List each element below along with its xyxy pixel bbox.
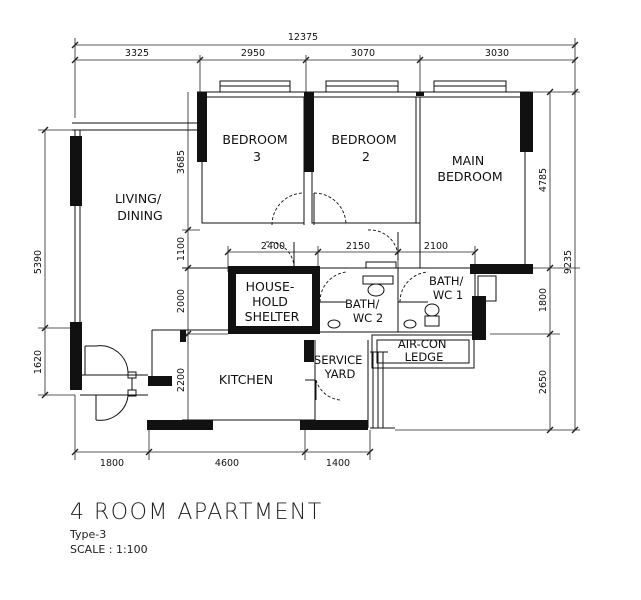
inner-left-dim-4: 2200 bbox=[176, 368, 187, 392]
windows bbox=[219, 80, 507, 93]
bath-wc-2-label: BATH/ WC 2 bbox=[345, 297, 383, 325]
dimension-labels: 12375 3325 2950 3070 3030 1800 4600 1400… bbox=[33, 32, 574, 469]
bottom-dim-1: 1800 bbox=[100, 458, 124, 469]
inner-left-dim-1: 3685 bbox=[176, 150, 187, 174]
aircon-ledge-label: AIR-CON LEDGE bbox=[398, 337, 450, 364]
door-swings bbox=[265, 192, 429, 401]
bedroom-3-label: BEDROOM 3 bbox=[222, 132, 291, 164]
bottom-dim-3: 1400 bbox=[326, 458, 350, 469]
left-dim-2: 1620 bbox=[33, 350, 44, 374]
inner-top-dim-3: 2100 bbox=[424, 241, 448, 252]
plan-title: 4 ROOM APARTMENT bbox=[70, 500, 323, 525]
inner-left-dim-3: 2000 bbox=[176, 289, 187, 313]
main-bedroom-label: MAIN BEDROOM bbox=[437, 153, 502, 184]
bottom-dim-2: 4600 bbox=[215, 458, 239, 469]
right-dim-1: 4785 bbox=[538, 168, 549, 192]
top-dim-1: 3325 bbox=[125, 48, 149, 59]
left-dim-1: 5390 bbox=[33, 250, 44, 274]
bath-wc-1-label: BATH/ WC 1 bbox=[429, 274, 467, 302]
thick-walls bbox=[70, 92, 533, 430]
entrance-door bbox=[84, 345, 137, 421]
bedroom-2-label: BEDROOM 2 bbox=[331, 132, 400, 164]
inner-left-dim-2: 1100 bbox=[176, 237, 187, 261]
top-dim-4: 3030 bbox=[485, 48, 509, 59]
right-dim-2: 1800 bbox=[538, 288, 549, 312]
kitchen-label: KITCHEN bbox=[219, 372, 273, 387]
plan-subtitle: Type-3 bbox=[70, 528, 107, 541]
inner-top-dim-2: 2150 bbox=[346, 241, 370, 252]
overall-width-dim: 12375 bbox=[288, 32, 318, 43]
right-dim-3: 2650 bbox=[538, 370, 549, 394]
service-yard-label: SERVICE YARD bbox=[314, 353, 366, 381]
thin-walls bbox=[72, 91, 530, 429]
door-leaves bbox=[293, 193, 428, 400]
overall-height-dim: 9235 bbox=[563, 250, 574, 274]
inner-top-dim-1: 2400 bbox=[261, 241, 285, 252]
household-shelter-label: HOUSE- HOLD SHELTER bbox=[245, 279, 300, 324]
top-dim-2: 2950 bbox=[241, 48, 265, 59]
bathroom-fixtures bbox=[327, 261, 440, 329]
room-labels: BEDROOM 3 BEDROOM 2 MAIN BEDROOM LIVING/… bbox=[115, 132, 503, 387]
top-dim-3: 3070 bbox=[351, 48, 375, 59]
plan-scale: SCALE : 1:100 bbox=[70, 543, 148, 556]
living-dining-label: LIVING/ DINING bbox=[115, 191, 165, 223]
